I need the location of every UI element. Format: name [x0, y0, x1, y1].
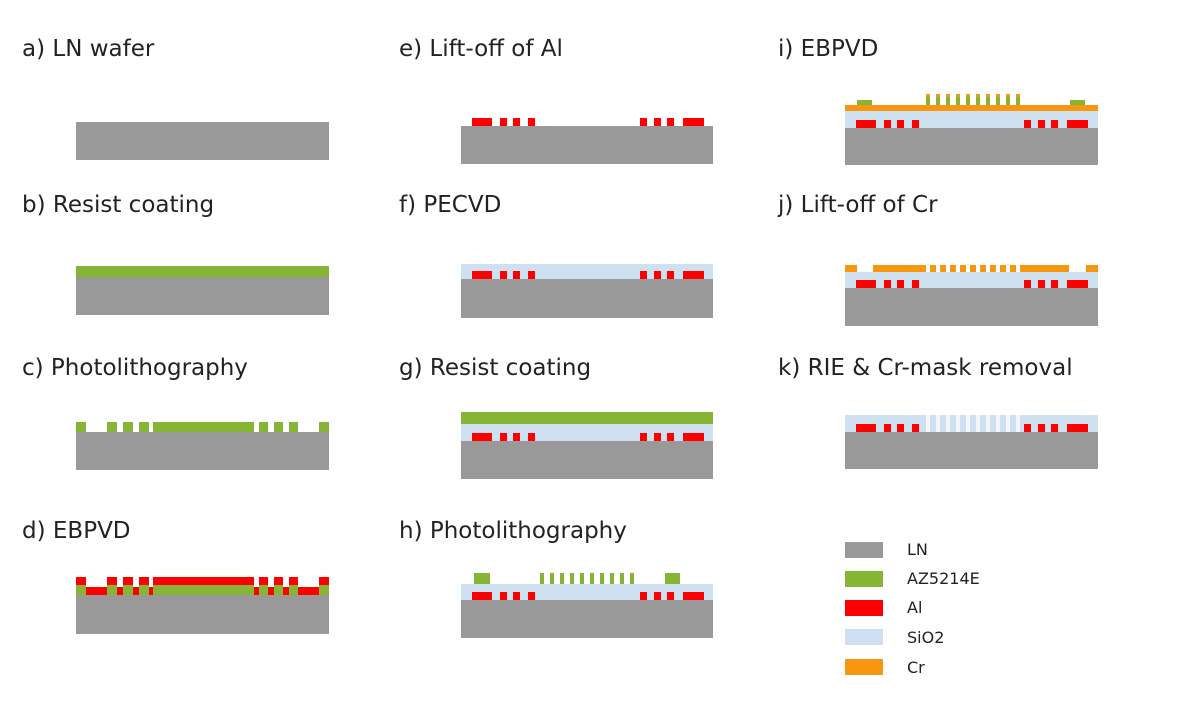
al-electrodes — [856, 424, 1088, 432]
resist-layer — [461, 412, 713, 424]
step-label-i: i) EBPVD — [778, 36, 879, 62]
step-label-j: j) Lift-off of Cr — [778, 192, 938, 218]
legend-label-ln: LN — [907, 540, 928, 559]
legend-label-al: Al — [907, 598, 923, 617]
sio2-layer — [461, 424, 713, 441]
ln-substrate — [76, 277, 329, 315]
sio2-grating — [926, 415, 1020, 432]
legend-label-sio2: SiO2 — [907, 628, 945, 647]
stack-g — [461, 412, 713, 479]
sio2-layer — [461, 264, 713, 279]
al-electrodes — [856, 120, 1088, 128]
stack-i — [845, 94, 1098, 165]
stack-e — [461, 118, 713, 164]
stack-h — [461, 573, 713, 638]
sio2-layer — [461, 584, 713, 600]
al-electrodes — [472, 118, 704, 126]
cr-layer — [845, 105, 1098, 111]
stack-k — [845, 415, 1098, 469]
ln-substrate — [76, 122, 329, 160]
resist-pattern — [474, 573, 680, 584]
stack-d — [76, 577, 329, 634]
sio2-layer — [845, 272, 1098, 288]
al-electrodes — [472, 592, 704, 600]
step-label-d: d) EBPVD — [22, 518, 131, 544]
legend-swatch-al — [845, 600, 883, 616]
ln-substrate — [845, 288, 1098, 326]
step-label-b: b) Resist coating — [22, 192, 215, 218]
legend-label-cr: Cr — [907, 658, 925, 677]
step-label-e: e) Lift-off of Al — [399, 36, 563, 62]
resist-pattern — [76, 585, 329, 595]
step-label-h: h) Photolithography — [399, 518, 627, 544]
al-electrodes — [472, 271, 704, 279]
al-on-resist — [76, 577, 329, 585]
cr-mask — [845, 265, 1098, 272]
ln-substrate — [845, 432, 1098, 469]
resist-pattern — [76, 422, 329, 432]
sio2-layer — [845, 415, 1098, 432]
ln-substrate — [461, 441, 713, 479]
step-label-k: k) RIE & Cr-mask removal — [778, 355, 1073, 381]
al-electrodes — [856, 280, 1088, 288]
legend-swatch-sio2 — [845, 629, 883, 645]
legend-label-az5214e: AZ5214E — [907, 569, 980, 588]
legend-swatch-cr — [845, 659, 883, 675]
ln-substrate — [461, 126, 713, 164]
legend — [845, 542, 883, 675]
legend-swatch-az5214e — [845, 571, 883, 587]
sio2-layer — [845, 111, 1098, 128]
step-label-c: c) Photolithography — [22, 355, 248, 381]
stack-j — [845, 265, 1098, 326]
step-label-g: g) Resist coating — [399, 355, 592, 381]
ln-substrate — [845, 128, 1098, 165]
step-label-a: a) LN wafer — [22, 36, 155, 62]
cr-on-resist — [926, 94, 1020, 97]
al-on-substrate — [86, 587, 319, 595]
ln-substrate — [76, 595, 329, 634]
stack-b — [76, 266, 329, 315]
ln-substrate — [461, 279, 713, 318]
resist-pattern — [857, 94, 1085, 105]
resist-layer — [76, 266, 329, 277]
stack-a — [76, 122, 329, 160]
stack-f — [461, 264, 713, 318]
legend-swatch-ln — [845, 542, 883, 558]
ln-substrate — [461, 600, 713, 638]
stack-c — [76, 422, 329, 470]
al-electrodes — [472, 433, 704, 441]
ln-substrate — [76, 432, 329, 470]
step-label-f: f) PECVD — [399, 192, 502, 218]
